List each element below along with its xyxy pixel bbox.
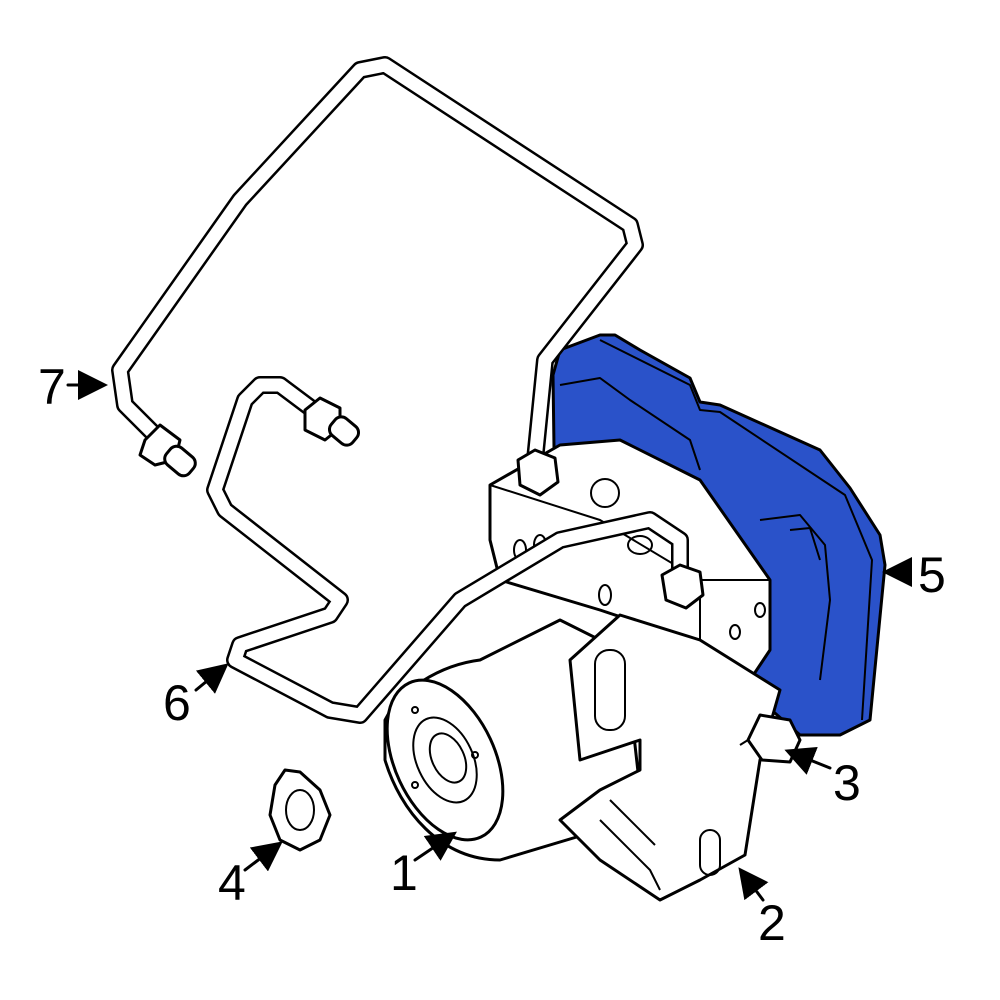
callout-label-2: 2 (758, 895, 786, 951)
callout-label-3: 3 (833, 755, 861, 811)
callout-label-7: 7 (38, 359, 66, 415)
mounting-bracket[interactable] (558, 613, 782, 902)
callout-label-1: 1 (390, 845, 418, 901)
hydraulic-valve-block[interactable] (488, 438, 772, 682)
callout-label-6: 6 (163, 675, 191, 731)
callout-label-5: 5 (918, 547, 946, 603)
brake-line-upper[interactable] (111, 56, 644, 497)
callout-arrows (66, 370, 912, 902)
mounting-nut[interactable] (268, 768, 332, 852)
callout-label-4: 4 (218, 855, 246, 911)
brake-line-lower[interactable] (206, 376, 705, 724)
